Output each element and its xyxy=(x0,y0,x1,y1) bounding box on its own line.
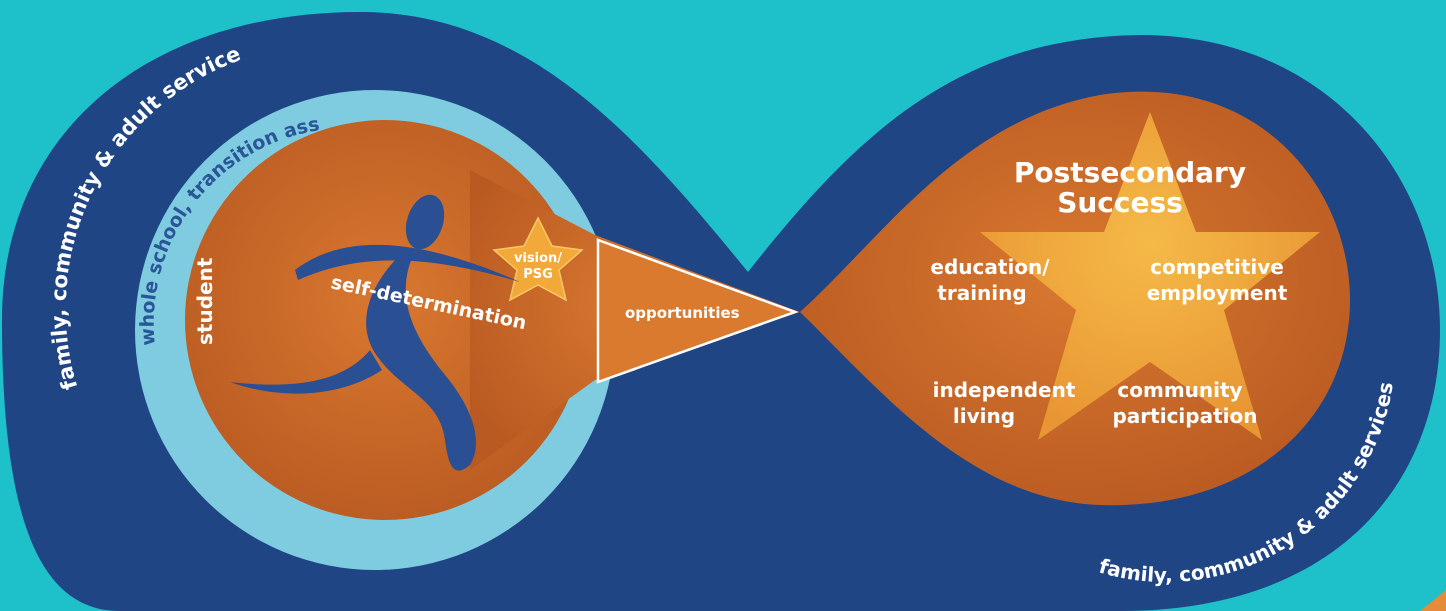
goal-community-line2: participation xyxy=(1112,404,1257,428)
figure-body xyxy=(366,255,476,471)
corner-accent xyxy=(1420,590,1446,611)
goal-living-line2: living xyxy=(953,404,1015,428)
opportunities-label: opportunities xyxy=(625,304,740,322)
goal-living-line1: independent xyxy=(933,378,1076,402)
goal-title-line2: Success xyxy=(1057,186,1183,219)
student-label: student xyxy=(193,257,217,345)
goal-title-line1: Postsecondary xyxy=(1014,156,1246,189)
goal-employment-line1: competitive xyxy=(1150,255,1284,279)
psg-label: PSG xyxy=(523,267,553,282)
figure-head xyxy=(405,194,445,250)
success-star xyxy=(980,112,1320,440)
running-figure xyxy=(230,194,520,471)
figure-arm xyxy=(295,244,520,282)
figure-leg xyxy=(230,350,382,394)
vision-star xyxy=(492,216,584,302)
goal-community-line1: community xyxy=(1117,378,1242,402)
goal-education-line1: education/ xyxy=(930,255,1050,279)
goal-employment-line2: employment xyxy=(1147,281,1288,305)
vision-label: vision/ xyxy=(514,251,562,266)
goal-education-line2: training xyxy=(937,281,1026,305)
opportunities-arrow xyxy=(596,238,799,384)
